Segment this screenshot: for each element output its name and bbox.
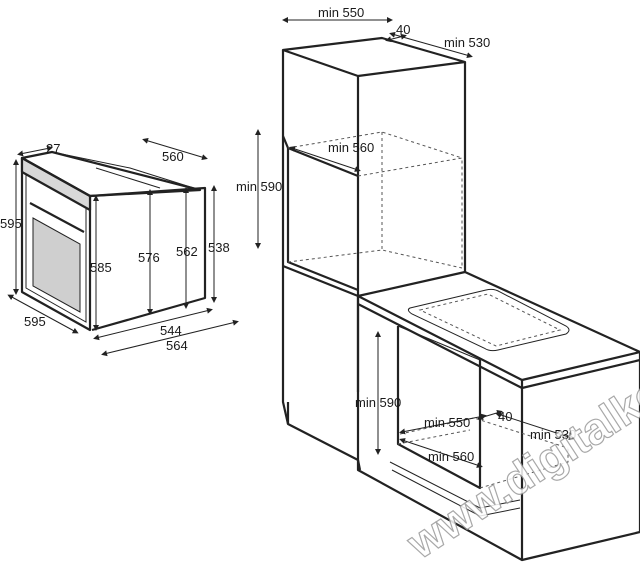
oven-dimension-lines (7, 137, 239, 357)
label-538: 538 (208, 240, 230, 255)
oven-dimension-labels: 27 560 595 585 576 562 538 595 544 564 (0, 141, 230, 353)
label-min-530-base: min 530 (530, 427, 576, 442)
dim-line-27 (17, 145, 53, 157)
label-560: 560 (162, 149, 184, 164)
dim-line-min-560-base (399, 438, 483, 468)
label-595-height: 595 (0, 216, 22, 231)
label-40-top: 40 (396, 22, 410, 37)
dim-line-595-width (7, 294, 79, 334)
dim-line-min-530-base (495, 412, 575, 440)
base-cabinet-dimension-labels: min 590 min 550 40 min 530 min 560 (355, 395, 576, 464)
dim-line-40-base (477, 409, 503, 421)
label-min-530-top: min 530 (444, 35, 490, 50)
dim-line-min-560-top (289, 146, 361, 172)
tall-cabinet-drawing (281, 36, 467, 296)
label-544: 544 (160, 323, 182, 338)
dim-line-564 (101, 319, 239, 357)
label-min-550-base: min 550 (424, 415, 470, 430)
oven-drawing (20, 150, 207, 332)
label-27: 27 (46, 141, 60, 156)
dim-line-560 (142, 137, 208, 161)
label-min-590-base: min 590 (355, 395, 401, 410)
base-cabinet-dimension-lines (375, 331, 575, 468)
label-585: 585 (90, 260, 112, 275)
label-564: 564 (166, 338, 188, 353)
label-595-width: 595 (24, 314, 46, 329)
label-40-base: 40 (498, 409, 512, 424)
label-min-560-base: min 560 (428, 449, 474, 464)
label-562: 562 (176, 244, 198, 259)
dim-line-min-550-base (399, 413, 487, 435)
dim-line-min-530-top (389, 31, 473, 59)
label-576: 576 (138, 250, 160, 265)
label-min-550-top: min 550 (318, 5, 364, 20)
tall-cabinet-dimension-labels: min 550 40 min 530 min 560 min 590 (236, 5, 490, 194)
base-cabinet-drawing (281, 264, 640, 562)
label-min-590-top: min 590 (236, 179, 282, 194)
tall-cabinet-dimension-lines (255, 17, 473, 249)
label-min-560-top: min 560 (328, 140, 374, 155)
